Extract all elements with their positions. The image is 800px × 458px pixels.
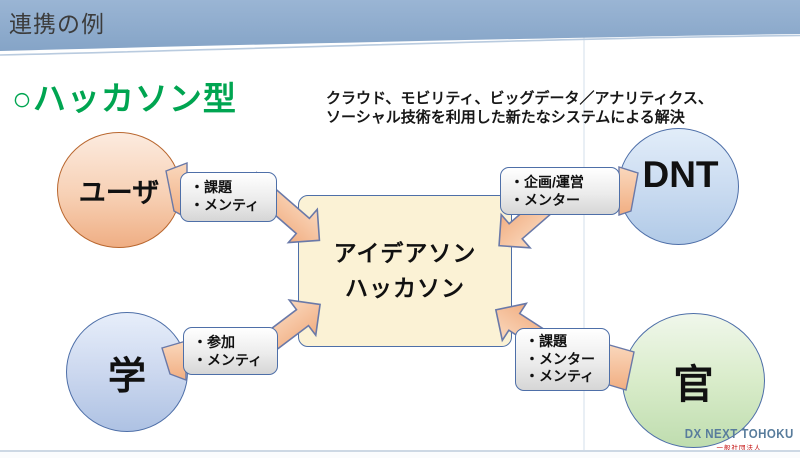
- node-circle-gaku: 学: [66, 312, 188, 432]
- bottom-divider: [0, 450, 800, 452]
- tagbox-dnt-item-2: ・メンター: [510, 192, 580, 208]
- node-circle-user: ユーザ: [57, 132, 181, 248]
- logo-subtext: 一般社団法人: [716, 445, 762, 452]
- tagbox-kan-item-1: ・課題: [525, 333, 567, 349]
- tagbox-user-item-1: ・課題: [190, 179, 232, 195]
- tagbox-kan-item-3: ・メンティ: [525, 368, 595, 384]
- node-label-kan: 官: [673, 362, 714, 407]
- page-title: 連携の例: [9, 11, 105, 37]
- description-line-1: クラウド、モビリティ、ビッグデータ／アナリティクス、: [326, 90, 713, 107]
- node-label-gaku: 学: [107, 355, 146, 398]
- logo-text: DX NEXT TOHOKU: [684, 427, 794, 441]
- section-title: ○ハッカソン型: [12, 80, 237, 117]
- tagbox-kan: ・課題 ・メンター ・メンティ: [515, 328, 610, 391]
- tagbox-user: ・課題 ・メンティ: [180, 172, 277, 222]
- background-guide-line: [583, 37, 585, 450]
- dx-next-tohoku-logo: DX NEXT TOHOKU 一般社団法人: [680, 427, 798, 452]
- header-band: [0, 0, 800, 56]
- tagbox-dnt-item-1: ・企画/運営: [510, 174, 584, 190]
- description-text: クラウド、モビリティ、ビッグデータ／アナリティクス、 ソーシャル技術を利用した新…: [326, 89, 713, 127]
- center-box-line-1: アイデアソン: [333, 240, 477, 266]
- node-circle-dnt: DNT: [618, 128, 739, 245]
- tagbox-gaku-item-2: ・メンティ: [193, 352, 263, 368]
- tagbox-gaku: ・参加 ・メンティ: [183, 327, 278, 375]
- center-box: アイデアソン ハッカソン: [298, 195, 512, 347]
- tagbox-kan-item-2: ・メンター: [525, 350, 595, 367]
- bottom-strip: [0, 452, 800, 458]
- node-label-user: ユーザ: [78, 177, 160, 208]
- tagbox-user-item-2: ・メンティ: [190, 197, 260, 213]
- header-band-shape: [0, 0, 800, 51]
- tagbox-gaku-item-1: ・参加: [193, 334, 235, 350]
- node-label-dnt: DNT: [642, 153, 719, 195]
- header-swoosh-line: [0, 34, 800, 56]
- center-box-line-2: ハッカソン: [345, 275, 465, 301]
- tagbox-dnt: ・企画/運営 ・メンター: [500, 167, 620, 215]
- description-line-2: ソーシャル技術を利用した新たなシステムによる解決: [326, 109, 685, 126]
